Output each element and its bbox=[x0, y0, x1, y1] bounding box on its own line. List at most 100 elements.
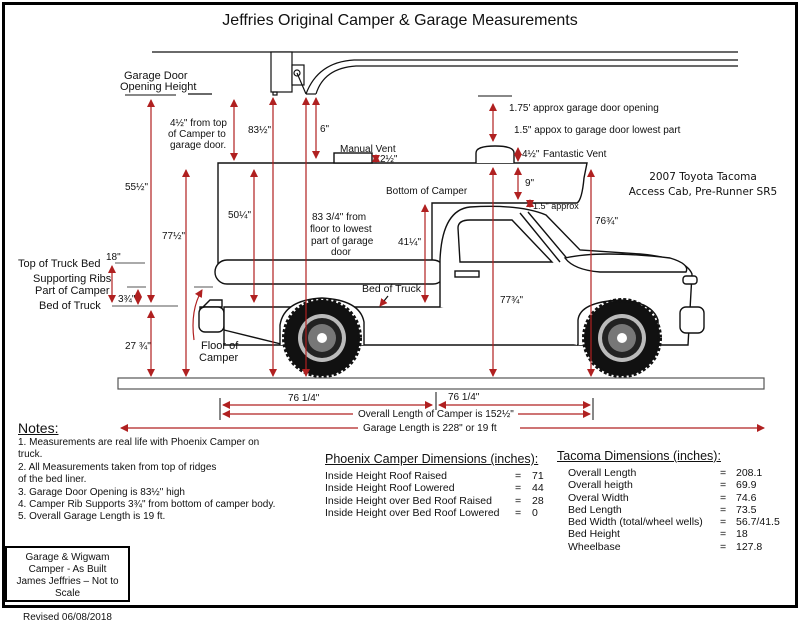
dim-77-5-label: 77½" bbox=[162, 231, 186, 242]
row-label: Wheelbase bbox=[568, 540, 621, 553]
note-line: of the bed liner. bbox=[18, 474, 87, 486]
row-eq: = bbox=[515, 494, 522, 507]
row-value: 127.8 bbox=[736, 540, 763, 553]
manual-vent-label: Manual Vent bbox=[340, 144, 396, 155]
length-right-label: 76 1/4" bbox=[448, 392, 480, 403]
row-label: Overal Width bbox=[568, 491, 629, 504]
floor-of-camper-label-2: Camper bbox=[199, 352, 239, 364]
row-value: 18 bbox=[736, 528, 748, 541]
dim-55-5-label: 55½" bbox=[125, 182, 149, 193]
dimension-arrows bbox=[108, 97, 765, 432]
floor-to-door-label-2: floor to lowest bbox=[310, 224, 372, 235]
row-eq: = bbox=[515, 470, 522, 482]
bed-of-truck-label: Bed of Truck bbox=[39, 300, 101, 312]
row-value: 208.1 bbox=[736, 467, 763, 479]
row-label: Inside Height over Bed Roof Raised bbox=[325, 494, 492, 507]
part-of-camper-label: Part of Camper bbox=[35, 285, 110, 297]
supporting-ribs-label: Supporting Ribs bbox=[33, 273, 112, 285]
reference-lines bbox=[112, 262, 213, 307]
phoenix-row: Inside Height Roof Raised=71 bbox=[325, 470, 555, 482]
manual-vent-height: 2½" bbox=[380, 154, 398, 165]
row-value: 74.6 bbox=[736, 491, 757, 504]
title-block: Garage & Wigwam Camper - As Built James … bbox=[5, 546, 130, 623]
camper-overhang-rail bbox=[214, 259, 446, 285]
note-line: 2. All Measurements taken from top of ri… bbox=[18, 461, 217, 473]
rear-bumper bbox=[198, 306, 225, 333]
dim-41-25-label: 41¼" bbox=[398, 237, 422, 248]
bed-of-truck-pointer bbox=[379, 295, 389, 307]
tacoma-row: Overal Width = 74.6 bbox=[568, 492, 788, 504]
phoenix-row: Inside Height over Bed Roof Lowered=0 bbox=[325, 507, 555, 519]
tacoma-row: Overall Length = 208.1 bbox=[568, 467, 788, 479]
hood bbox=[563, 253, 688, 273]
floor-to-door-label-4: door bbox=[331, 247, 352, 258]
approx-lowest-label: 1.5" appox to garage door lowest part bbox=[514, 125, 681, 136]
row-label: Bed Width (total/wheel wells) bbox=[568, 516, 703, 529]
bottom-of-camper-label: Bottom of Camper bbox=[386, 186, 468, 197]
row-eq: = bbox=[515, 482, 522, 495]
dim-27-75-label: 27 ¾" bbox=[125, 341, 151, 352]
floor-to-door-label-3: part of garage bbox=[311, 236, 374, 247]
pulley-icon bbox=[293, 69, 301, 77]
note-line: truck. bbox=[18, 449, 43, 461]
fantastic-vent-height: 4½" bbox=[522, 149, 540, 160]
vehicle-line-1: 2007 Toyota Tacoma bbox=[649, 171, 757, 183]
floor-of-camper-label-1: Floor of bbox=[201, 340, 239, 352]
garage-door-mechanism bbox=[152, 51, 738, 96]
door-handle bbox=[454, 270, 480, 278]
notes-list: 1. Measurements are real life with Phoen… bbox=[18, 437, 318, 524]
vehicle-caption: 2007 Toyota Tacoma Access Cab, Pre-Runne… bbox=[628, 170, 778, 200]
page-title: Jeffries Original Camper & Garage Measur… bbox=[222, 12, 578, 29]
tacoma-row: Bed Height=18 bbox=[568, 528, 788, 540]
dim-3-75-label: 3¾" bbox=[118, 294, 136, 305]
row-label: Inside Height over Bed Roof Lowered bbox=[325, 506, 500, 519]
tacoma-row: Bed Width (total/wheel wells) = 56.7/41.5 bbox=[568, 516, 788, 528]
tacoma-row: Wheelbase=127.8 bbox=[568, 541, 788, 553]
garage-length-label: Garage Length is 228" or 19 ft bbox=[363, 423, 497, 434]
approx-opening-label: 1.75' approx garage door opening bbox=[509, 103, 659, 114]
row-eq: = bbox=[720, 503, 727, 516]
dim-77-75-label: 77¾" bbox=[500, 295, 524, 306]
row-label: Overall Length bbox=[568, 467, 637, 479]
row-value: 44 bbox=[532, 482, 544, 495]
row-eq: = bbox=[515, 506, 522, 519]
dim-50-25-label: 50¼" bbox=[228, 210, 252, 221]
overall-camper-length-label: Overall Length of Camper is 152½" bbox=[358, 409, 514, 420]
top-of-truck-bed-label: Top of Truck Bed bbox=[18, 258, 101, 270]
note-line: 3. Garage Door Opening is 83½" high bbox=[18, 486, 185, 498]
rear-wheel bbox=[282, 298, 362, 378]
row-eq: = bbox=[720, 479, 727, 492]
garage-floor bbox=[117, 377, 765, 390]
camper-to-door-label-1: 4½" from top bbox=[170, 118, 227, 129]
title-block-revised: Revised 06/08/2018 bbox=[23, 612, 112, 623]
vehicle-line-2: Access Cab, Pre-Runner SR5 bbox=[628, 186, 778, 198]
title-block-line-1: Garage & Wigwam Camper - As Built bbox=[25, 552, 110, 575]
tacoma-heading: Tacoma Dimensions (inches): bbox=[557, 449, 721, 463]
garage-door-label-2: Opening Height bbox=[120, 81, 197, 93]
headlight bbox=[682, 275, 698, 285]
floor-to-door-label-1: 83 3/4" from bbox=[312, 212, 367, 223]
row-eq: = bbox=[720, 528, 727, 541]
dim-6-label: 6" bbox=[320, 124, 330, 135]
row-value: 71 bbox=[532, 470, 544, 482]
row-eq: = bbox=[720, 467, 727, 479]
tacoma-table: Overall Length = 208.1 Overall heigth=69.9… bbox=[568, 467, 788, 553]
dim-83-5-label: 83½" bbox=[248, 125, 272, 136]
row-value: 28 bbox=[532, 494, 544, 507]
dim-9-label: 9" bbox=[525, 178, 535, 189]
tacoma-row: Bed Length=73.5 bbox=[568, 504, 788, 516]
tacoma-row: Overall heigth=69.9 bbox=[568, 479, 788, 491]
phoenix-table: Inside Height Roof Raised=71 Inside Heig… bbox=[325, 470, 555, 519]
phoenix-heading: Phoenix Camper Dimensions (inches): bbox=[325, 452, 539, 466]
row-eq: = bbox=[720, 516, 727, 529]
note-line: 1. Measurements are real life with Phoen… bbox=[18, 437, 260, 448]
door-opener-box bbox=[270, 51, 293, 93]
camper-to-door-label-3: garage door. bbox=[170, 140, 227, 151]
row-eq: = bbox=[720, 491, 727, 504]
front-bumper bbox=[679, 306, 705, 334]
length-ticks bbox=[219, 392, 594, 420]
row-value: 56.7/41.5 bbox=[736, 516, 780, 529]
front-wheel bbox=[582, 298, 662, 378]
bed-of-truck-arrow-label: Bed of Truck bbox=[362, 283, 421, 295]
camper-to-door-label-2: of Camper to bbox=[168, 129, 226, 140]
